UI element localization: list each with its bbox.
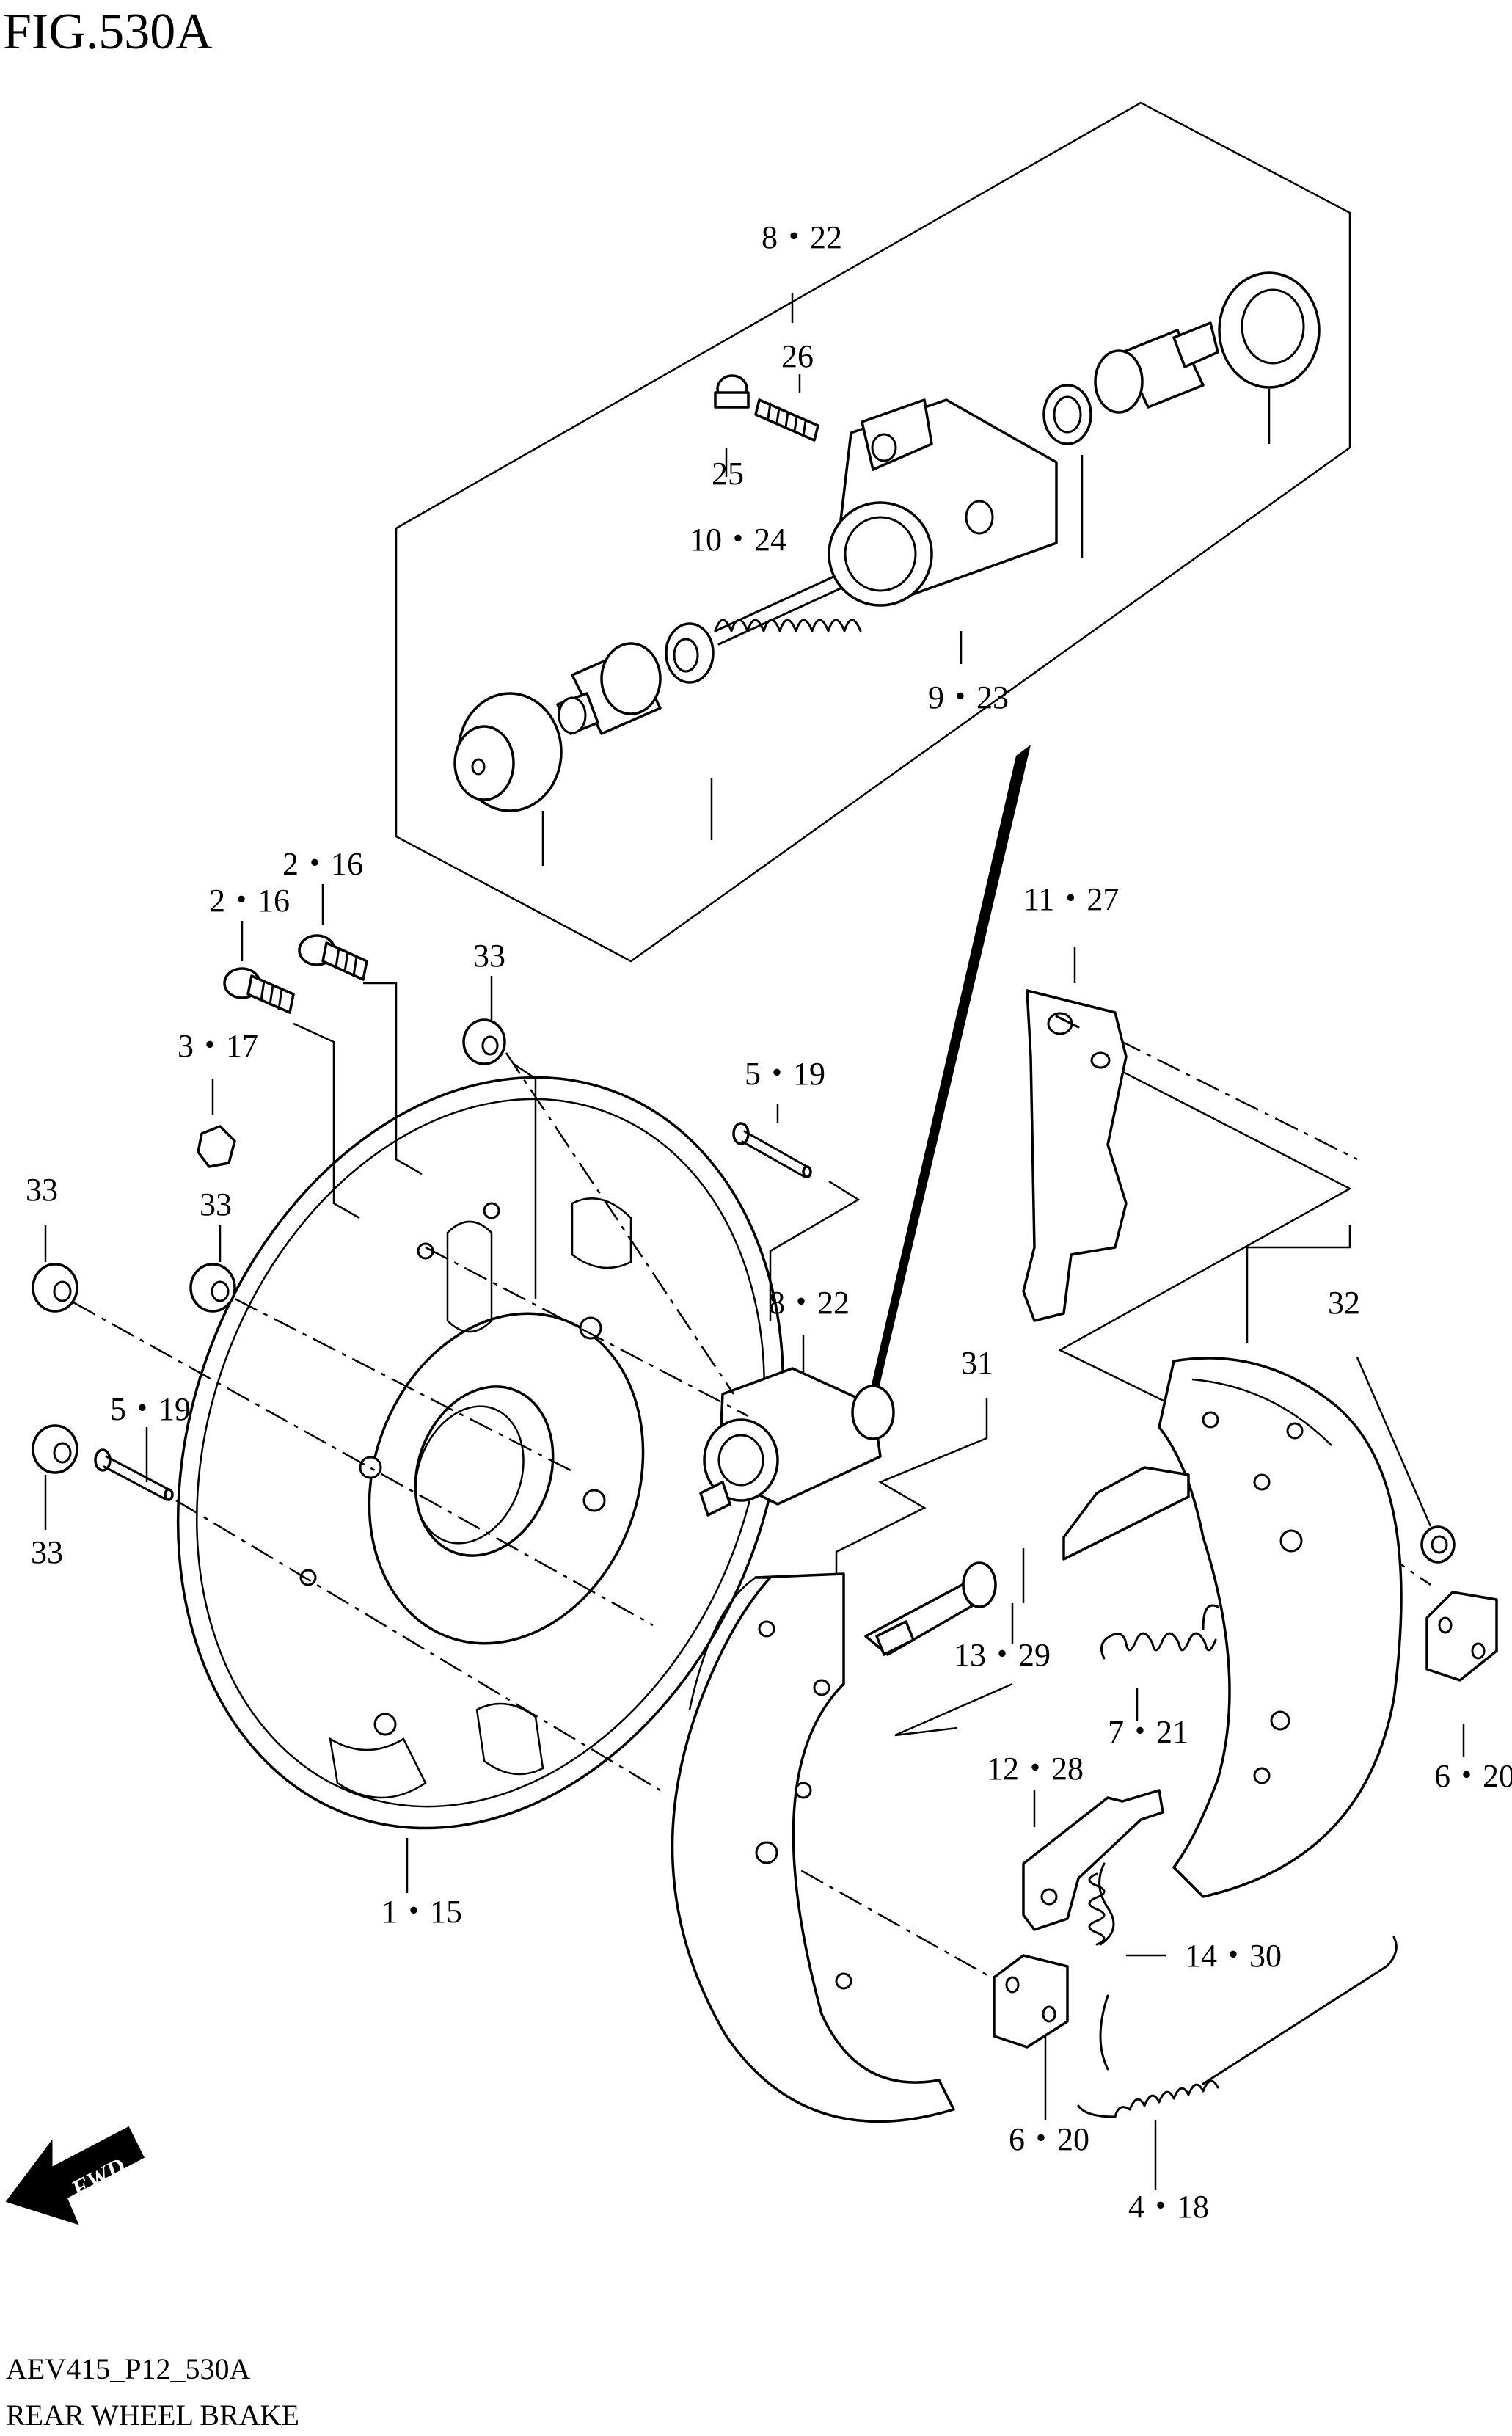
cup-seal-right <box>1042 384 1092 445</box>
callout-6-20-bottom: 6・20 <box>1009 2121 1089 2157</box>
shoe-hold-clip-bottom <box>993 1954 1069 2049</box>
bolt-2-16-upper <box>298 934 368 981</box>
callout-32: 32 <box>1328 1285 1360 1321</box>
callout-12-28: 12・28 <box>987 1751 1084 1787</box>
figure-title: FIG.530A <box>3 4 213 60</box>
footer-name: REAR WHEEL BRAKE <box>6 2399 299 2432</box>
brake-shoe-front <box>671 1572 955 2123</box>
nut-3-17 <box>197 1125 236 1168</box>
pointer-arrow <box>869 745 1031 1398</box>
callout-9-23: 9・23 <box>928 679 1009 715</box>
callout-33-bottom: 33 <box>31 1534 63 1570</box>
wheel-cylinder-mounted <box>699 1367 895 1517</box>
callout-2-16-b: 2・16 <box>209 883 290 919</box>
cylinder-boot-left <box>453 692 563 812</box>
callout-11-27: 11・27 <box>1023 881 1119 917</box>
callout-labels: 8・22 26 25 10・24 9・23 2・16 2・16 33 3・17 … <box>26 219 1512 2225</box>
callout-31: 31 <box>961 1345 993 1381</box>
wheel-cylinder-group-frame <box>395 101 1351 963</box>
bleeder-screw <box>754 398 819 442</box>
spring-washer <box>1420 1525 1456 1564</box>
wheel-cylinder-exploded <box>453 271 1321 866</box>
adjuster-lever <box>1022 1789 1164 1931</box>
callout-10-24: 10・24 <box>690 522 786 558</box>
callout-13-29: 13・29 <box>954 1637 1051 1673</box>
callout-7-21: 7・21 <box>1108 1714 1188 1750</box>
nut-33-mid <box>189 1263 236 1313</box>
callout-2-16-a: 2・16 <box>282 846 363 882</box>
cylinder-body <box>828 398 1058 607</box>
nut-33-top <box>462 1018 506 1065</box>
cylinder-spring <box>714 572 862 646</box>
brake-shoe-rear <box>1158 1357 1403 1898</box>
pin-5-19-top <box>732 1122 812 1178</box>
callout-8-22-mid: 8・22 <box>769 1285 850 1321</box>
callout-6-20-right: 6・20 <box>1434 1758 1512 1794</box>
adjuster-strut <box>864 1466 1190 1656</box>
bolt-2-16-lower <box>223 967 295 1014</box>
cylinder-piston-left <box>556 642 662 735</box>
callout-8-22-top: 8・22 <box>762 219 842 255</box>
adjuster-spring <box>1088 1862 1115 2071</box>
callout-1-15: 1・15 <box>381 1894 462 1930</box>
callout-33-top: 33 <box>473 938 505 974</box>
footer-code: AEV415_P12_530A <box>6 2352 250 2385</box>
shoe-hold-clip-right <box>1425 1591 1498 1682</box>
callout-25: 25 <box>712 456 744 492</box>
strut-spring <box>1100 1604 1219 1660</box>
callout-3-17: 3・17 <box>178 1028 258 1064</box>
nut-33-bottom <box>32 1424 78 1474</box>
return-spring <box>1077 1936 1398 2118</box>
leader-lines <box>44 293 1465 2190</box>
cup-seal-left <box>665 622 715 684</box>
parking-brake-lever <box>1022 989 1128 1322</box>
nut-33-left <box>32 1263 78 1313</box>
pin-5-19-left <box>94 1448 174 1501</box>
callout-5-19-top: 5・19 <box>745 1056 825 1092</box>
callout-5-19-left: 5・19 <box>110 1391 191 1427</box>
callout-26: 26 <box>781 338 814 374</box>
backing-plate <box>176 1076 785 1830</box>
cylinder-boot-right <box>1218 271 1321 389</box>
callout-33-left: 33 <box>26 1172 58 1208</box>
callout-14-30: 14・30 <box>1185 1938 1282 1974</box>
bleeder-cap <box>714 374 750 409</box>
callout-4-18: 4・18 <box>1128 2189 1209 2225</box>
callout-33-mid: 33 <box>200 1186 232 1222</box>
cylinder-piston-right <box>1094 321 1219 414</box>
fwd-arrow-icon: FWD <box>5 2126 145 2225</box>
